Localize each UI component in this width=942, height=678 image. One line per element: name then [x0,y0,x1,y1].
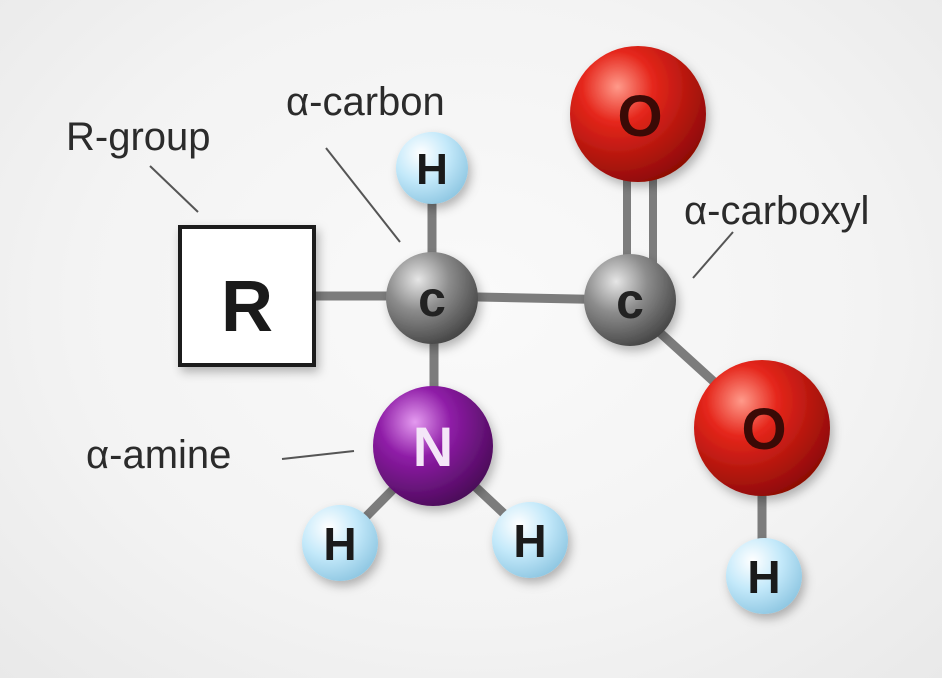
hydrogen-amine-right [492,502,568,578]
leader-alpha-amine [281,450,355,460]
leader-alpha-carboxyl [692,231,734,279]
label-alpha-carboxyl: α-carboxyl [684,189,869,233]
carbon-alpha [386,252,478,344]
oxygen-double-symbol: O [617,84,662,149]
nitrogen-symbol: N [413,415,453,478]
r-group-box [178,225,316,367]
oxygen-double [570,46,706,182]
hydrogen-hydroxyl [726,538,802,614]
leader-r-group [149,165,199,213]
label-alpha-carbon: α-carbon [286,80,445,124]
oxygen-hydroxyl-symbol: O [741,397,786,462]
hydrogen-top [396,132,468,204]
label-alpha-amine: α-amine [86,433,231,477]
hydrogen-amine-right-symbol: H [513,515,546,567]
hydrogen-top-symbol: H [416,145,448,194]
leader-lines [149,147,734,460]
carbon-carboxyl-symbol: c [616,273,644,329]
carbon-carboxyl [584,254,676,346]
nitrogen [373,386,493,506]
leader-alpha-carbon [325,147,401,243]
hydrogen-amine-left [302,505,378,581]
carbon-alpha-symbol: c [418,271,446,327]
hydrogen-hydroxyl-symbol: H [747,551,780,603]
hydrogen-amine-left-symbol: H [323,518,356,570]
r-symbol: R [221,267,273,347]
oxygen-hydroxyl [694,360,830,496]
label-r-group: R-group [66,115,211,159]
